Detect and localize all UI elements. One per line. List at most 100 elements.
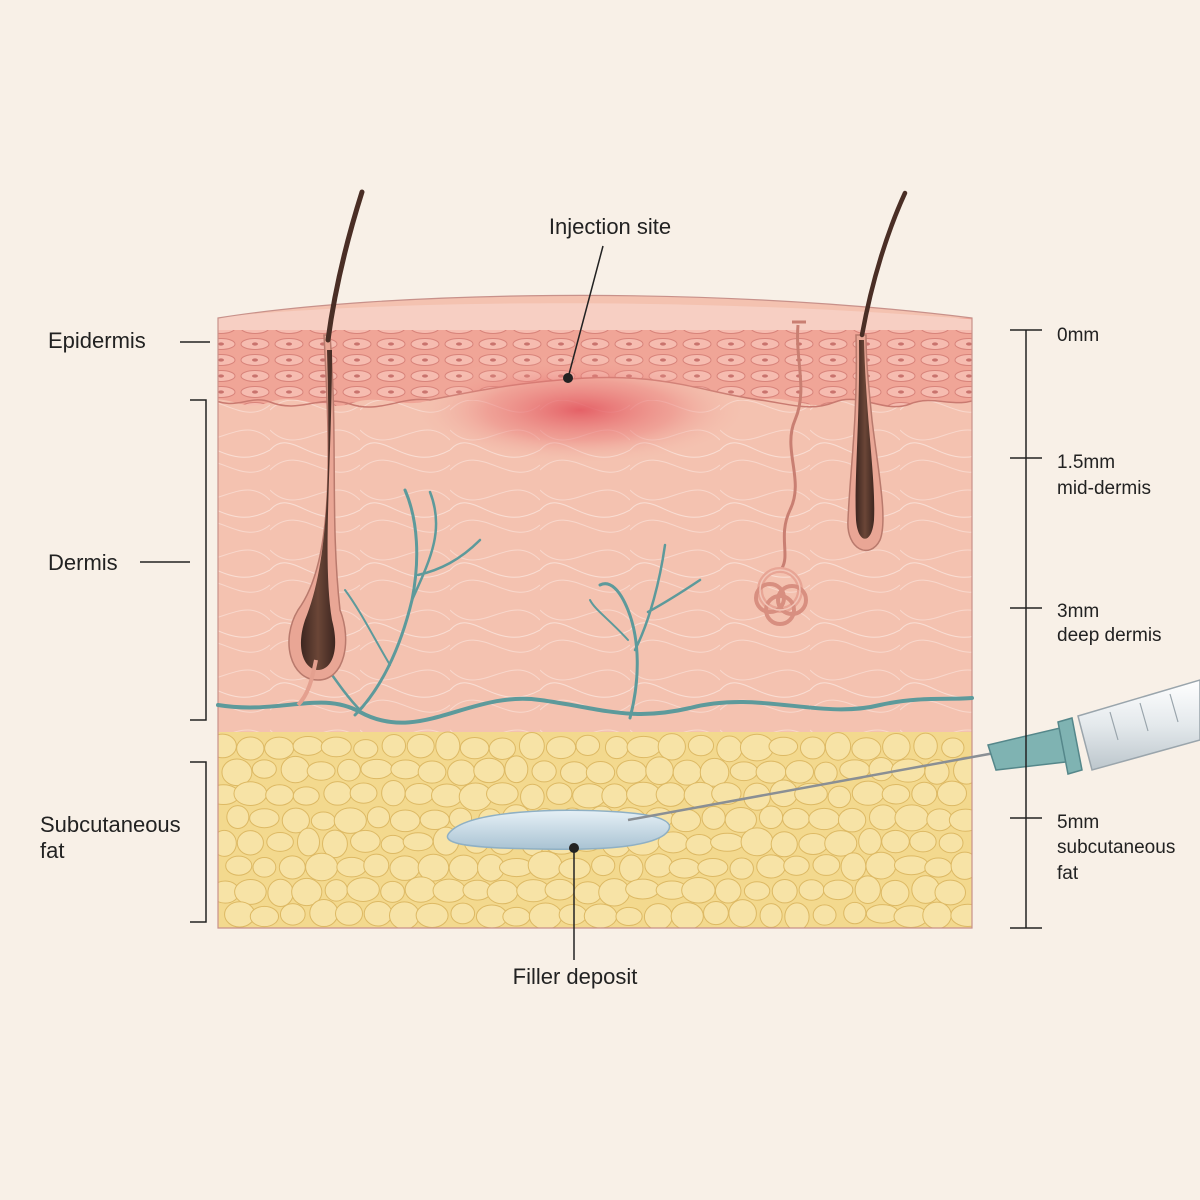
filler-deposit bbox=[446, 809, 671, 851]
fat-cell bbox=[798, 879, 825, 901]
depth-mid-dermis-label: mid-dermis bbox=[1057, 478, 1151, 499]
fat-cell bbox=[865, 851, 897, 880]
fat-cell bbox=[292, 786, 320, 806]
fat-cell bbox=[644, 853, 674, 878]
fat-cell bbox=[950, 903, 972, 927]
fat-cell bbox=[783, 855, 810, 876]
fat-cell bbox=[249, 905, 280, 928]
fat-cell bbox=[881, 829, 910, 854]
fat-cell bbox=[575, 734, 601, 756]
fat-cell bbox=[950, 851, 972, 880]
fat-cell bbox=[851, 780, 885, 806]
fat-cell bbox=[724, 806, 757, 833]
fat-cell bbox=[504, 755, 529, 784]
leader-lines bbox=[140, 245, 604, 960]
fat-cell bbox=[882, 733, 911, 761]
fat-cell bbox=[711, 782, 742, 805]
fat-cell bbox=[616, 759, 648, 784]
fat-cell bbox=[619, 854, 644, 882]
fat-cell bbox=[881, 783, 911, 805]
fat-cell bbox=[685, 833, 714, 856]
dermis-bracket bbox=[190, 399, 207, 721]
fat-cell bbox=[366, 806, 391, 829]
fat-cell bbox=[404, 876, 437, 903]
fat-cell bbox=[389, 809, 421, 833]
fat-cell bbox=[573, 881, 603, 905]
fat-cell bbox=[714, 878, 742, 904]
filler-deposit-label: Filler deposit bbox=[512, 964, 638, 989]
fat-cell bbox=[583, 903, 618, 928]
fat-cell bbox=[305, 852, 339, 882]
depth-subcutaneous-fat-label: subcutaneous fat bbox=[1057, 837, 1176, 884]
fat-cell bbox=[851, 737, 882, 761]
fat-cell bbox=[381, 779, 406, 807]
fat-cell bbox=[560, 761, 589, 785]
fat-cell bbox=[716, 735, 743, 763]
fat-cell bbox=[827, 785, 852, 809]
fat-cell bbox=[353, 739, 379, 759]
fat-cell bbox=[333, 807, 367, 834]
fat-cell bbox=[558, 904, 588, 926]
fat-cell bbox=[728, 899, 757, 928]
fat-cell bbox=[729, 857, 754, 880]
fat-cell bbox=[380, 880, 405, 903]
depth-deep-dermis-label: deep dermis bbox=[1057, 625, 1162, 646]
fat-cell bbox=[279, 903, 306, 926]
fat-cell bbox=[938, 832, 964, 854]
injection-site-label: Injection site bbox=[548, 214, 672, 239]
fat-cell bbox=[337, 758, 361, 782]
fat-cell bbox=[281, 807, 310, 834]
fat-cell bbox=[225, 855, 253, 876]
blood-vessels bbox=[216, 488, 974, 725]
fat-cell bbox=[668, 857, 701, 879]
fat-cell bbox=[941, 737, 965, 759]
fat-cell bbox=[486, 782, 519, 806]
fat-cell bbox=[936, 780, 967, 807]
fat-cell bbox=[758, 805, 784, 830]
fat-cell bbox=[447, 759, 476, 786]
fat-cell bbox=[381, 734, 407, 758]
fat-cell bbox=[363, 900, 393, 927]
fat-cell bbox=[768, 736, 799, 757]
fat-cell bbox=[233, 781, 268, 806]
depth-scale bbox=[1010, 329, 1042, 929]
fat-cell bbox=[743, 881, 771, 901]
fat-cell bbox=[822, 879, 854, 901]
fat-cell bbox=[934, 879, 967, 906]
depth-1-5mm-label: 1.5mm bbox=[1057, 452, 1116, 473]
fat-cell bbox=[868, 804, 898, 831]
fat-cell bbox=[448, 854, 479, 882]
injection-site-dot bbox=[563, 373, 573, 383]
fat-cell bbox=[415, 902, 449, 928]
fat-cell bbox=[336, 856, 367, 878]
fat-cell bbox=[306, 761, 336, 781]
fat-cell bbox=[291, 877, 323, 907]
fat-bracket bbox=[190, 761, 207, 923]
fat-cell bbox=[346, 877, 380, 902]
epidermis-label: Epidermis bbox=[48, 328, 146, 353]
fat-cell bbox=[798, 833, 829, 855]
fat-cell bbox=[785, 760, 815, 784]
fat-cell bbox=[226, 805, 250, 829]
subcutaneous-fat-label: Subcutaneous fat bbox=[40, 812, 181, 863]
fat-cell bbox=[771, 878, 798, 904]
fat-cell bbox=[703, 901, 729, 926]
fat-cell bbox=[435, 731, 461, 761]
fat-cell bbox=[280, 755, 311, 784]
fat-cell bbox=[913, 732, 938, 760]
fat-cell bbox=[759, 903, 783, 928]
fat-cell bbox=[324, 879, 348, 902]
fat-cell bbox=[924, 857, 953, 878]
fat-cell bbox=[824, 732, 852, 761]
injection-site-redness bbox=[410, 355, 750, 465]
fat-cell bbox=[404, 783, 435, 805]
fat-cell bbox=[431, 783, 463, 808]
fat-cell bbox=[598, 878, 631, 907]
fat-cell bbox=[520, 783, 545, 810]
fat-cell bbox=[459, 736, 490, 760]
fat-cell bbox=[309, 899, 339, 928]
fat-cell bbox=[278, 855, 306, 880]
fat-cell bbox=[363, 853, 390, 878]
fat-cell bbox=[697, 857, 729, 877]
